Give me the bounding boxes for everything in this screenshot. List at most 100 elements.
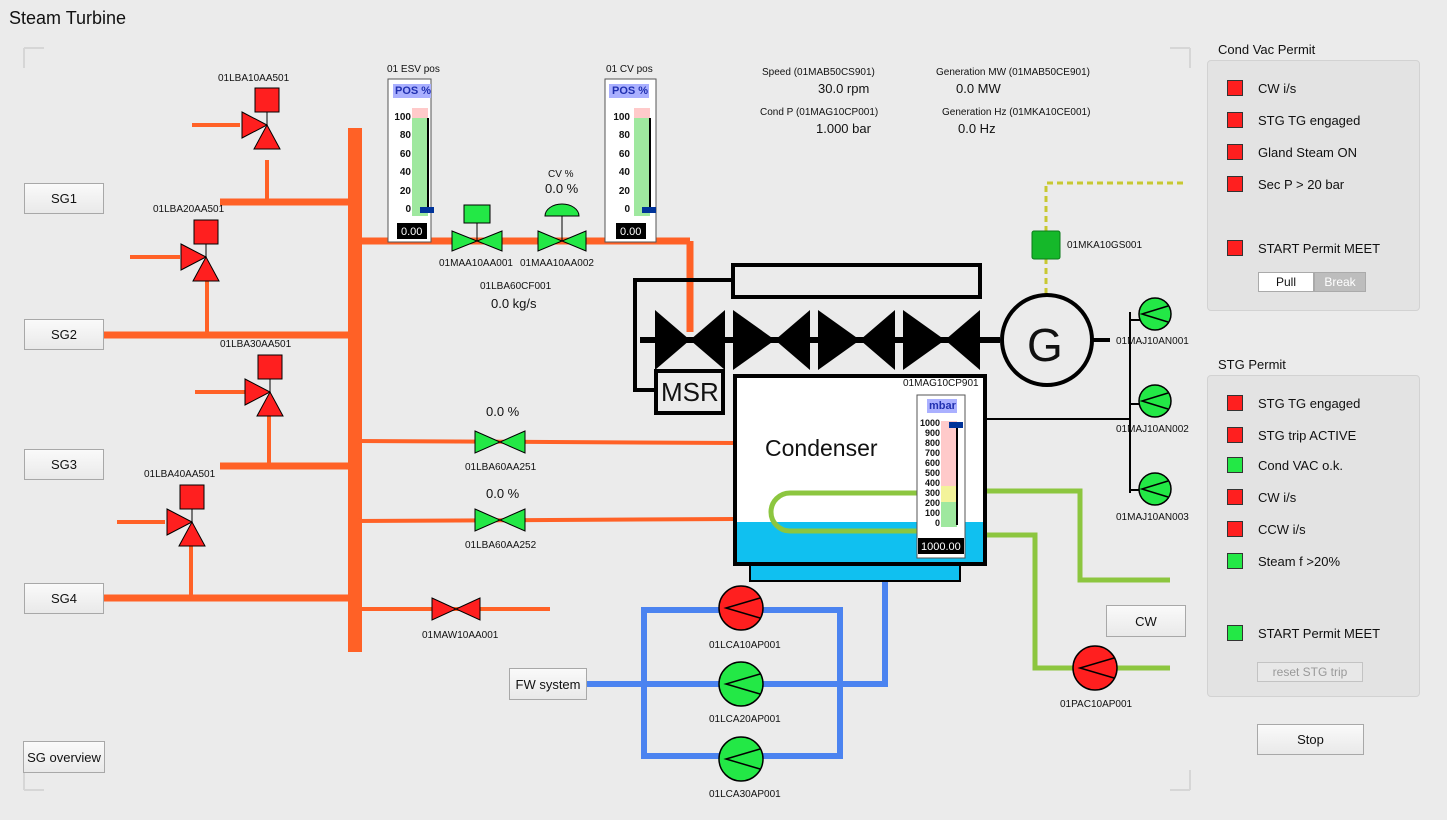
gland-steam-icon[interactable] <box>1031 230 1061 260</box>
valve-tag: 01MAW10AA001 <box>422 630 499 641</box>
cond-p-label: Cond P (01MAG10CP001) <box>760 107 879 118</box>
gauge-tick-label: 1000 <box>919 418 940 428</box>
cond-vac-permit-title: Cond Vac Permit <box>1218 42 1316 57</box>
status-indicator <box>1227 144 1243 160</box>
gen-hz-label: Generation Hz (01MKA10CE001) <box>942 107 1091 118</box>
speed-value: 30.0 rpm <box>818 81 870 96</box>
valve-tag: 01MAA10AA001 <box>439 258 513 269</box>
cond-gauge-title: 01MAG10CP901 <box>903 378 979 389</box>
cep-tag: 01LCA30AP001 <box>709 789 781 800</box>
vacuum-pump-tag: 01MAJ10AN002 <box>1116 424 1189 435</box>
valve-tag: 01LBA20AA501 <box>153 204 225 215</box>
cv-readout: 0.00 <box>620 226 642 238</box>
cv-gauge-unit: POS % <box>612 85 649 97</box>
sg4-button[interactable]: SG4 <box>24 583 104 614</box>
permit-start: START Permit MEET <box>1227 240 1380 256</box>
permit-start: START Permit MEET <box>1227 625 1380 641</box>
reset-stg-trip-button[interactable]: reset STG trip <box>1257 662 1363 682</box>
valve-tag: 01LBA60AA252 <box>465 540 537 551</box>
gauge-tick-label: 40 <box>618 167 630 179</box>
sg-overview-button[interactable]: SG overview <box>23 741 105 773</box>
permit-item: CCW i/s <box>1227 521 1306 537</box>
permit-item: STG TG engaged <box>1227 112 1360 128</box>
gauge-tick-label: 0 <box>405 204 411 215</box>
cv-gauge <box>604 78 657 243</box>
flow-tag: 01LBA60CF001 <box>480 281 552 292</box>
stop-button[interactable]: Stop <box>1257 724 1364 755</box>
cond-p-value: 1.000 bar <box>816 121 871 136</box>
generator-icon[interactable] <box>1000 293 1094 387</box>
cep-tag: 01LCA20AP001 <box>709 714 781 725</box>
valve-tag: 01LBA10AA501 <box>218 73 290 84</box>
corner-marks <box>23 47 1191 791</box>
gauge-tick-label: 100 <box>924 508 940 518</box>
bypass2-pct: 0.0 % <box>486 486 520 501</box>
signal-line <box>1044 181 1183 240</box>
gauge-tick-label: 80 <box>618 130 630 142</box>
vacuum-pump-tag: 01MAJ10AN003 <box>1116 512 1189 523</box>
pumps[interactable] <box>718 297 1172 782</box>
status-indicator <box>1227 427 1243 443</box>
pull-button[interactable]: Pull <box>1258 272 1314 292</box>
gen-mw-label: Generation MW (01MAB50CE901) <box>936 67 1090 78</box>
gauge-tick-label: 100 <box>394 112 411 123</box>
flow-value: 0.0 kg/s <box>491 296 537 311</box>
permit-item: CW i/s <box>1227 80 1296 96</box>
gauge-tick-label: 20 <box>399 185 411 197</box>
status-indicator <box>1227 553 1243 569</box>
valve-tag: 01LBA60AA251 <box>465 462 537 473</box>
page-title: Steam Turbine <box>9 8 127 28</box>
gauge-tick-label: 500 <box>924 468 940 478</box>
esv-gauge-title: 01 ESV pos <box>387 64 440 75</box>
cv-pct-value: 0.0 % <box>545 181 579 196</box>
turbine-stages <box>655 310 980 370</box>
gauge-tick-label: 100 <box>613 112 630 123</box>
valve-tag: 01MAA10AA002 <box>520 258 594 269</box>
esv-gauge-unit: POS % <box>395 85 432 97</box>
status-indicator <box>1227 625 1243 641</box>
generator-label: G <box>1027 319 1063 371</box>
status-indicator <box>1227 395 1243 411</box>
stg-permit-title: STG Permit <box>1218 357 1286 372</box>
gauge-tick-label: 60 <box>399 148 411 160</box>
fw-lines <box>585 582 888 759</box>
gauge-tick-label: 80 <box>399 130 411 142</box>
cep-tag: 01LCA10AP001 <box>709 640 781 651</box>
cw-pump-tag: 01PAC10AP001 <box>1060 699 1133 710</box>
cond-readout: 1000.00 <box>921 541 961 553</box>
status-indicator <box>1227 457 1243 473</box>
fw-system-button[interactable]: FW system <box>509 668 587 700</box>
gauge-tick-label: 0 <box>624 204 630 215</box>
cw-button[interactable]: CW <box>1106 605 1186 637</box>
gauge-tick-label: 20 <box>618 185 630 197</box>
permit-item: STG trip ACTIVE <box>1227 427 1356 443</box>
gauge-tick-label: 300 <box>924 488 940 498</box>
cv-pct-label: CV % <box>548 169 574 180</box>
gauge-tick-label: 60 <box>618 148 630 160</box>
vacuum-pump-tag: 01MAJ10AN001 <box>1116 336 1189 347</box>
sg3-button[interactable]: SG3 <box>24 449 104 480</box>
sg-control-valves[interactable] <box>166 87 284 547</box>
sg2-button[interactable]: SG2 <box>24 319 104 350</box>
status-indicator <box>1227 112 1243 128</box>
status-indicator <box>1227 521 1243 537</box>
break-button[interactable]: Break <box>1314 272 1366 292</box>
status-indicator <box>1227 80 1243 96</box>
permit-item: Steam f >20% <box>1227 553 1340 569</box>
stg-permit-panel: STG TG engaged STG trip ACTIVE Cond VAC … <box>1207 375 1420 697</box>
valve-tag: 01LBA40AA501 <box>144 469 216 480</box>
gs-tag: 01MKA10GS001 <box>1067 240 1143 251</box>
cv-gauge-title: 01 CV pos <box>606 64 653 75</box>
gauge-tick-label: 0 <box>934 518 940 528</box>
sg1-button[interactable]: SG1 <box>24 183 104 214</box>
speed-label: Speed (01MAB50CS901) <box>762 67 875 78</box>
condenser-label: Condenser <box>765 435 878 461</box>
esv-gauge <box>387 78 434 243</box>
permit-item: Gland Steam ON <box>1227 144 1357 160</box>
status-indicator <box>1227 489 1243 505</box>
main-valves[interactable] <box>431 203 587 621</box>
gauge-tick-label: 200 <box>924 498 940 508</box>
status-indicator <box>1227 240 1243 256</box>
bypass1-pct: 0.0 % <box>486 404 520 419</box>
